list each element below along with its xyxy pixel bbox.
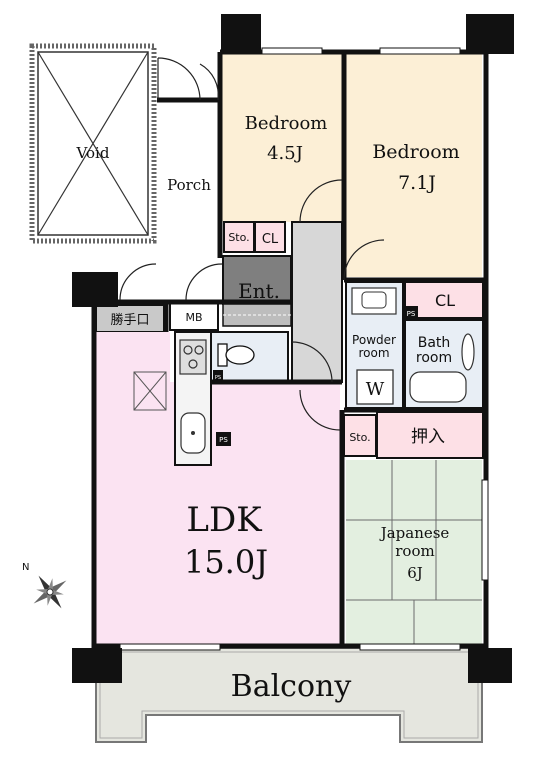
ldk-size: 15.0J [184, 543, 268, 581]
bath-room: Bath room [404, 319, 484, 409]
service-door: 勝手口 [95, 304, 165, 333]
ps-label-1: PS [219, 436, 228, 444]
pillars [72, 14, 514, 683]
ps-box-1: PS [216, 432, 231, 446]
japanese-room-label-2: room [395, 542, 434, 560]
walls [91, 49, 489, 649]
kitchen-counter [174, 331, 212, 466]
ps-box-3: PS [213, 370, 223, 382]
oshiire-closet: 押入 [376, 411, 484, 459]
ps-label-3: PS [215, 375, 221, 381]
entrance-label: Ent. [238, 279, 280, 303]
bedroom-large-name: Bedroom [372, 141, 459, 163]
bath-room-label-1: Bath [418, 335, 451, 351]
japanese-room: Japanese room 6J [346, 460, 482, 645]
washer-label: W [366, 379, 385, 400]
storage-small: Sto. [223, 221, 255, 253]
powder-room: Powder room W [345, 281, 404, 409]
oshiire-label: 押入 [411, 427, 445, 447]
powder-room-label-2: room [358, 346, 389, 360]
closet-small: CL [254, 221, 286, 253]
balcony-label: Balcony [231, 669, 352, 704]
porch-label: Porch [167, 176, 211, 194]
japanese-room-size: 6J [407, 564, 423, 582]
bedroom-small-name: Bedroom [245, 113, 328, 134]
closet-large: CL [404, 281, 484, 319]
ps-box-2: PS [404, 306, 418, 320]
ldk-name: LDK [186, 500, 262, 540]
meter-box-label: MB [185, 311, 202, 324]
bath-room-label-2: room [416, 350, 452, 366]
ps-label-2: PS [407, 310, 416, 318]
powder-room-label-1: Powder [352, 333, 396, 347]
balcony: Balcony [95, 647, 483, 743]
void-label: Void [76, 144, 110, 162]
hallway [291, 221, 343, 383]
bedroom-small-size: 4.5J [267, 143, 303, 164]
japanese-room-label-1: Japanese [379, 524, 450, 542]
compass-icon: N [22, 562, 67, 609]
meter-box: MB [169, 302, 219, 331]
closet-small-label: CL [262, 232, 279, 247]
bedroom-large-size: 7.1J [398, 172, 436, 194]
bedroom-small: Bedroom 4.5J [222, 54, 343, 222]
ldk: LDK 15.0J [96, 332, 340, 645]
storage-small-2: Sto. [343, 414, 377, 457]
bedroom-large: Bedroom 7.1J [346, 54, 482, 277]
door-swings [119, 57, 385, 431]
void-area: Void [29, 43, 157, 244]
closet-large-label: CL [435, 291, 455, 310]
storage-small-label: Sto. [228, 231, 249, 244]
service-door-label: 勝手口 [110, 313, 149, 328]
storage-small-2-label: Sto. [349, 431, 370, 444]
entrance: Ent. [222, 255, 292, 327]
porch-area: Porch [167, 176, 211, 194]
windows [119, 47, 489, 651]
north-label: N [22, 562, 29, 573]
